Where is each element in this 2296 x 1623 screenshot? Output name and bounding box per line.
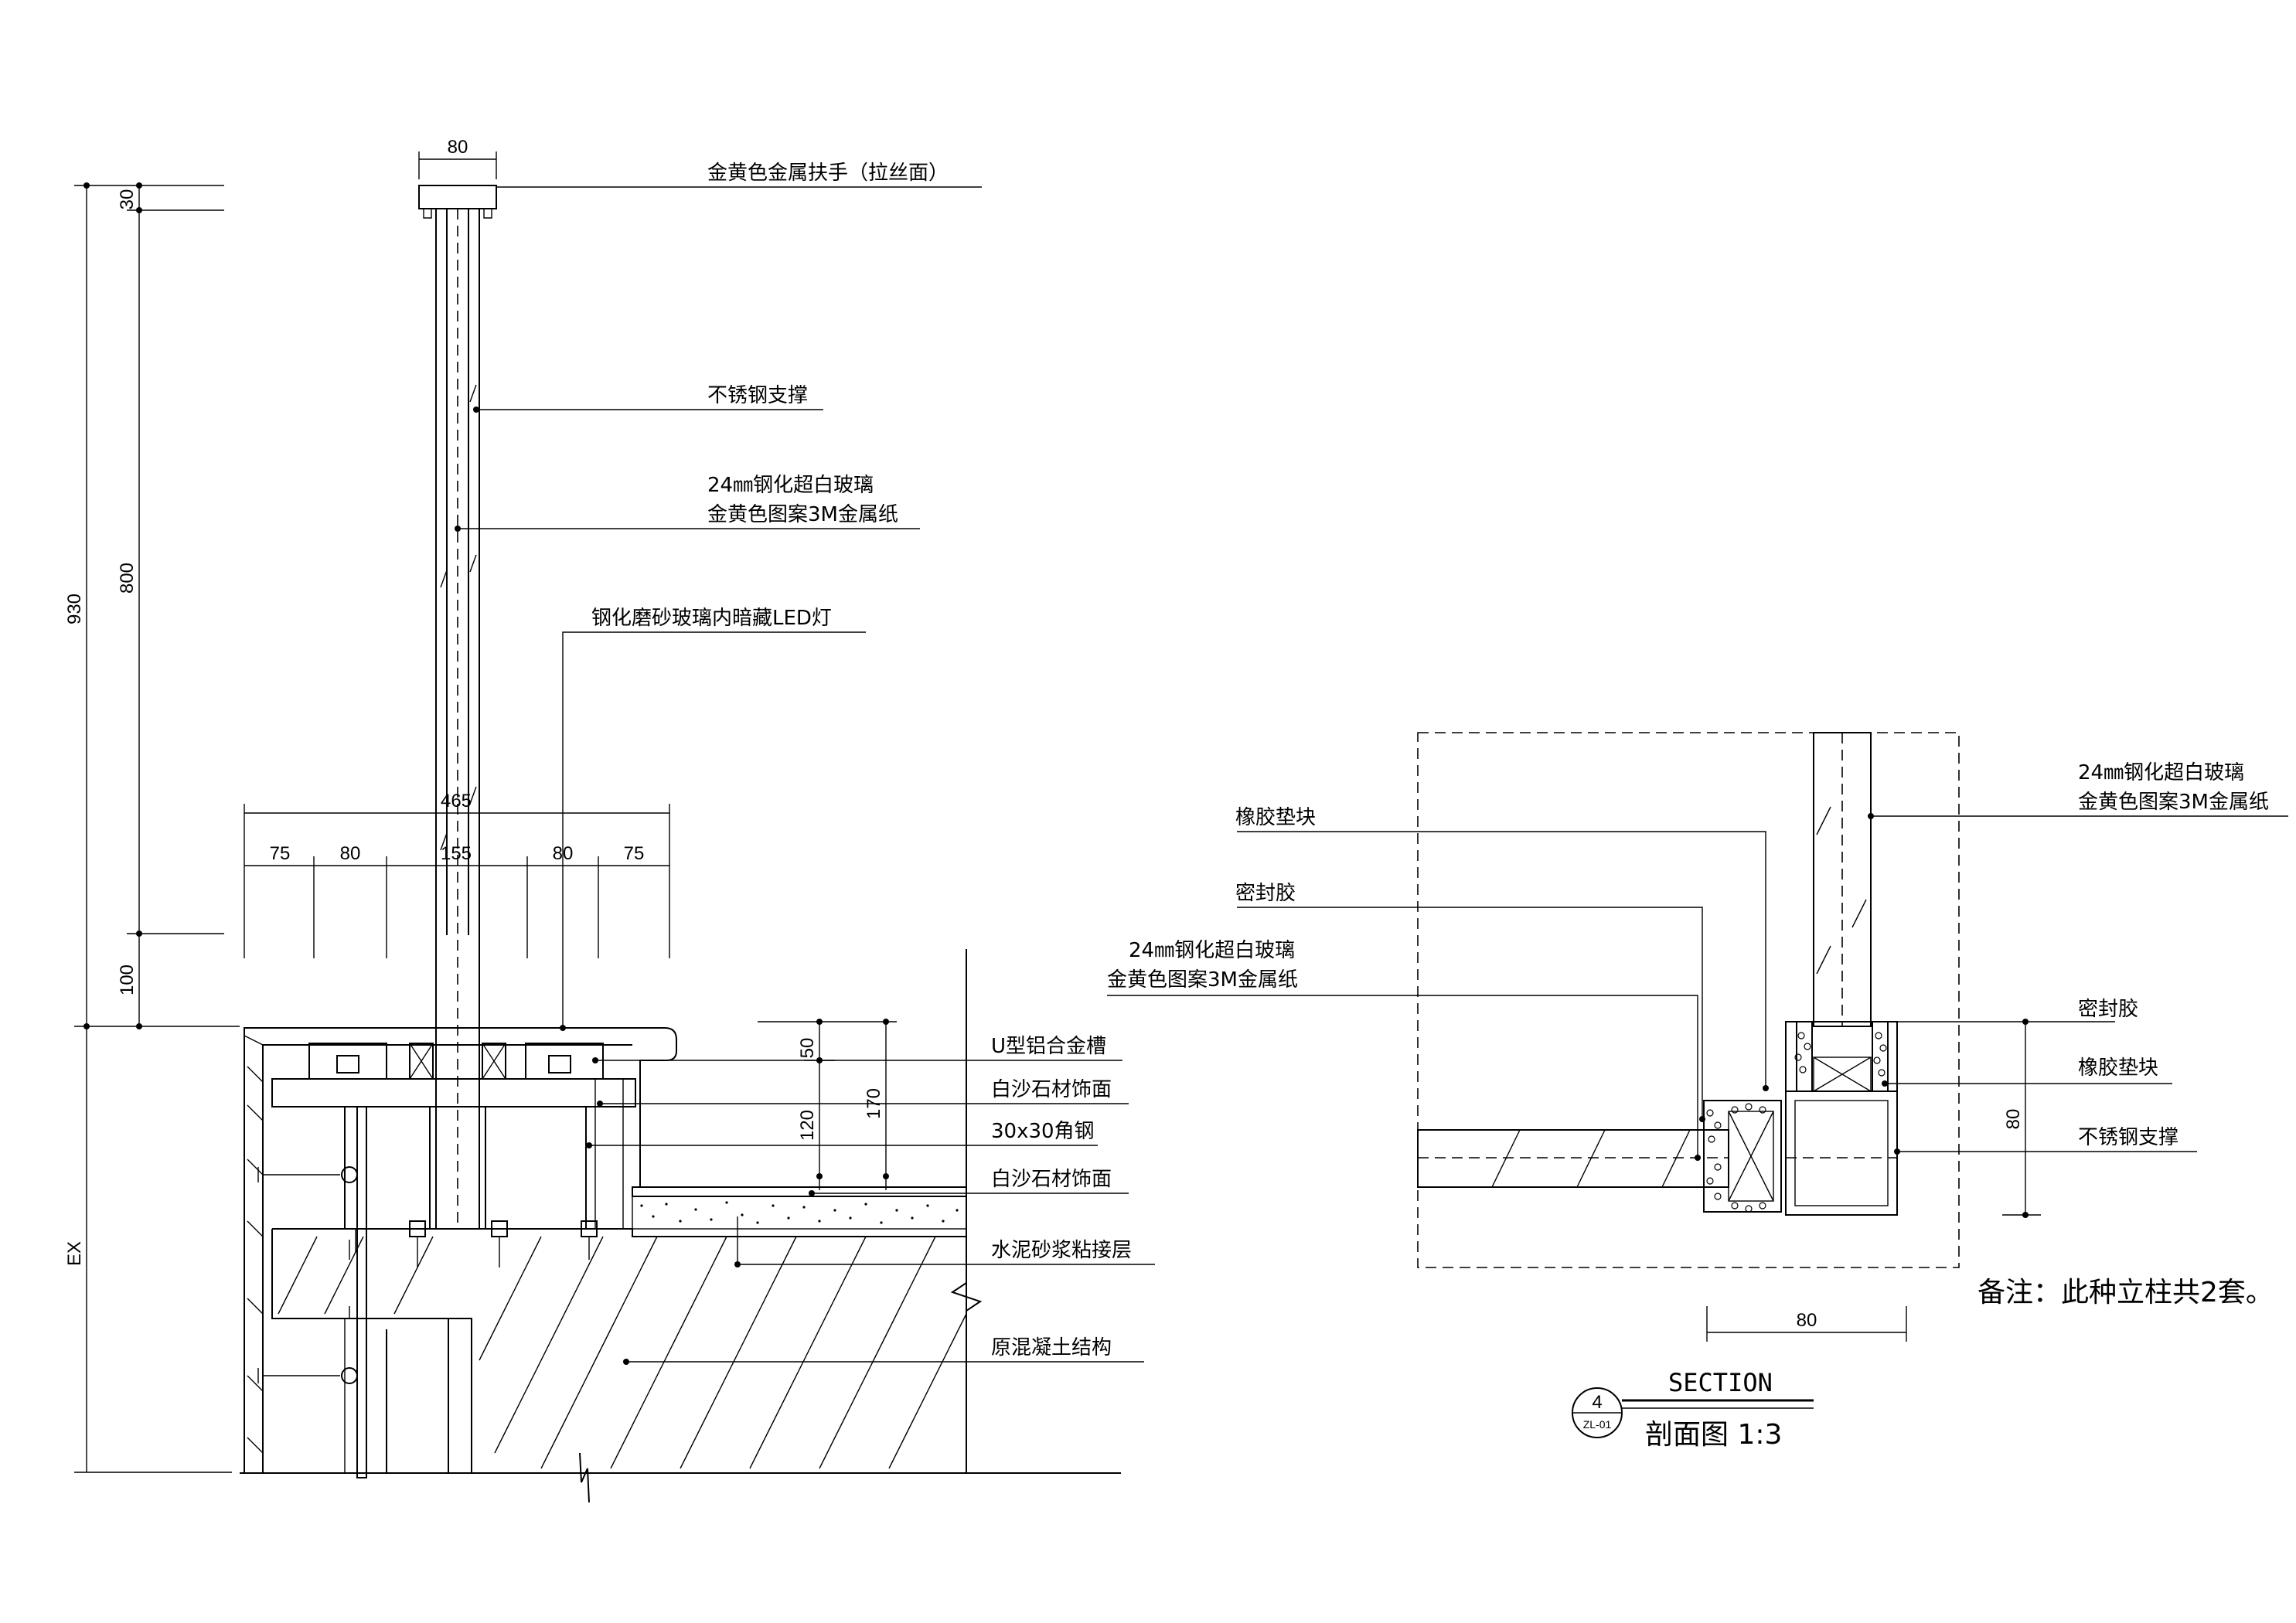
- label-stone-face-1: 白沙石材饰面: [991, 1078, 1112, 1101]
- break-line: [950, 949, 983, 1472]
- sealant-dots: [1706, 1032, 1887, 1213]
- dim-seg-80-left: 80: [340, 843, 361, 864]
- mortar-layer: [632, 1196, 967, 1230]
- label-handrail: 金黄色金属扶手（拉丝面）: [707, 162, 949, 185]
- label-glass-line2: 金黄色图案3M金属纸: [707, 503, 898, 526]
- note: 备注：此种立柱共2套。: [1977, 1277, 2274, 1308]
- dim-930: 930: [64, 594, 85, 624]
- mortar-dots: [640, 1201, 959, 1224]
- dim-right-80-horizontal: 80: [1797, 1310, 1817, 1331]
- right-section-detail: 24㎜钢化超白玻璃 金黄色图案3M金属纸 密封胶 橡胶垫块 不锈钢支撑 80 8…: [1107, 732, 2288, 1451]
- left-section-drawing: 80 金黄色金属扶手（拉丝面） 不锈钢支撑 24㎜钢化超白玻璃 金黄色图案3M金…: [64, 137, 1155, 1503]
- label-sealant-left: 密封胶: [1235, 882, 1296, 905]
- handrail-cap: [418, 185, 497, 209]
- label-sealant-right: 密封胶: [2078, 998, 2138, 1021]
- detail-number: 4: [1592, 1392, 1602, 1413]
- dim-800: 800: [117, 563, 138, 594]
- u-channel-detail: [1785, 1021, 1898, 1092]
- label-rubber-pad-right: 橡胶垫块: [2078, 1056, 2158, 1080]
- label-stainless-support-right: 不锈钢支撑: [2078, 1126, 2178, 1149]
- dim-seg-75-left: 75: [270, 843, 291, 864]
- label-u-channel: U型铝合金槽: [991, 1035, 1106, 1058]
- dim-seg-75-right: 75: [624, 843, 645, 864]
- plinth-outline: [244, 1027, 966, 1472]
- dim-465: 465: [441, 791, 472, 812]
- concrete-hatch: [278, 1236, 967, 1469]
- u-channel: [271, 1078, 636, 1108]
- slab: [272, 1228, 967, 1472]
- dim-100: 100: [117, 965, 138, 995]
- dim-seg-80-right: 80: [553, 843, 574, 864]
- stainless-tube: [1785, 1091, 1898, 1216]
- label-right-glass-line2: 金黄色图案3M金属纸: [2078, 791, 2269, 814]
- detail-sheet: ZL-01: [1583, 1418, 1612, 1431]
- label-rubber-pad-left: 橡胶垫块: [1235, 806, 1316, 829]
- dim-ex: EX: [64, 1241, 85, 1266]
- dim-top-80: 80: [448, 137, 468, 158]
- handrail-lip: [423, 209, 492, 219]
- label-led: 钢化磨砂玻璃内暗藏LED灯: [591, 607, 832, 630]
- dim-right-80-vertical: 80: [2003, 1109, 2024, 1130]
- section-caption: 剖面图 1:3: [1645, 1419, 1782, 1451]
- horizontal-glass: [1417, 1129, 1729, 1188]
- label-right-glass2-line1: 24㎜钢化超白玻璃: [1129, 939, 1295, 962]
- stone-finish-strip: [632, 1186, 967, 1197]
- dim-50: 50: [797, 1038, 818, 1059]
- dim-30: 30: [117, 189, 138, 210]
- label-right-glass2-line2: 金黄色图案3M金属纸: [1107, 968, 1298, 992]
- section-title: SECTION: [1668, 1368, 1773, 1397]
- dim-seg-155: 155: [441, 843, 472, 864]
- dim-120: 120: [797, 1110, 818, 1141]
- detail-boundary: [1417, 732, 1960, 1268]
- label-stainless-support: 不锈钢支撑: [707, 384, 808, 407]
- label-stone-face-2: 白沙石材饰面: [991, 1168, 1112, 1191]
- label-right-glass-line1: 24㎜钢化超白玻璃: [2078, 761, 2244, 784]
- label-concrete: 原混凝土结构: [991, 1336, 1112, 1359]
- label-mortar: 水泥砂浆粘接层: [991, 1239, 1132, 1262]
- label-glass-line1: 24㎜钢化超白玻璃: [707, 474, 874, 497]
- label-angle-steel: 30x30角钢: [991, 1120, 1095, 1143]
